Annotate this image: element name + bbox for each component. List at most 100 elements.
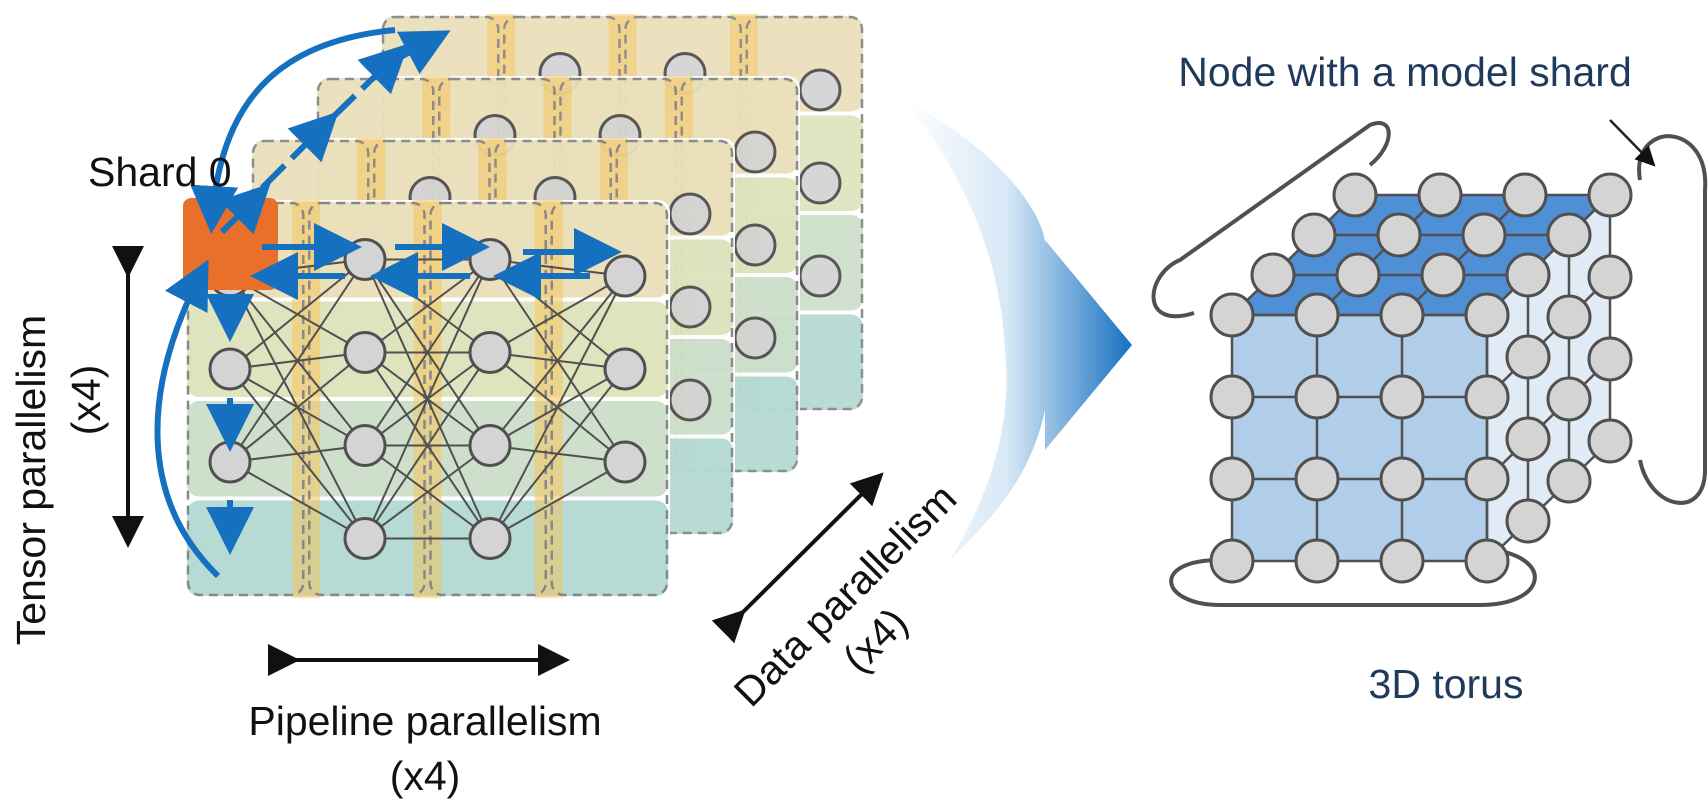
torus-node (1546, 212, 1592, 258)
torus-link (1486, 440, 1611, 562)
neuron (468, 331, 512, 374)
mlp-edge (489, 368, 626, 540)
torus-node (1294, 456, 1340, 502)
data-parallel-arrow (393, 30, 451, 75)
torus-node (1294, 292, 1340, 338)
pipeline-stage-outline (308, 201, 426, 597)
neuron (603, 440, 647, 484)
data-sync-arrow (190, 27, 396, 234)
neuron (468, 424, 512, 467)
mlp-edge (489, 461, 626, 540)
torus-node (1587, 172, 1633, 218)
tensor-axis-title: Tensor parallelism (8, 315, 54, 645)
data-parallel-layer (183, 198, 670, 598)
torus-node (1464, 538, 1510, 584)
torus-node (1505, 252, 1551, 298)
torus-wrap-loop (1637, 134, 1708, 505)
torus-node (1379, 538, 1425, 584)
parallelism-layer-stack (183, 14, 865, 598)
torus-node (1587, 418, 1633, 464)
neuron (733, 130, 777, 174)
torus-node (1420, 252, 1466, 298)
mlp-edge (229, 444, 366, 463)
torus-wrap-loop (1169, 548, 1537, 607)
data-axis-arrow (711, 472, 884, 644)
pipeline-stage-outline (615, 139, 734, 535)
neuron (603, 347, 647, 391)
pipeline-stage-outline (745, 15, 864, 411)
mlp-edge (364, 259, 491, 539)
tensor-axis-factor: (x4) (63, 365, 109, 436)
neuron (343, 331, 387, 374)
torus-wrap-loop (1151, 121, 1391, 319)
neuron (798, 161, 842, 205)
node-callout-arrow (1609, 119, 1656, 167)
node-callout-label: Node with a model shard (1178, 49, 1632, 95)
torus-node (1250, 252, 1296, 298)
torus-node (1294, 538, 1340, 584)
torus-node (1335, 252, 1381, 298)
neuron (603, 254, 647, 298)
neuron (733, 316, 777, 360)
data-sync-arrow (154, 259, 221, 579)
torus-node (1379, 292, 1425, 338)
torus-node (1461, 212, 1507, 258)
data-parallel-arrow (329, 43, 409, 121)
torus-link (1231, 194, 1356, 316)
torus-node (1587, 336, 1633, 382)
communication-arrows (154, 27, 622, 579)
pipeline-axis: Pipeline parallelism (x4) (248, 644, 602, 799)
torus-link (1316, 194, 1441, 316)
pipeline-stage-outline (550, 201, 669, 597)
neuron (798, 254, 842, 298)
torus-link (1401, 194, 1526, 316)
torus-link (1486, 358, 1611, 480)
torus-node (1379, 374, 1425, 420)
neuron (343, 424, 387, 467)
data-parallel-arrow (259, 111, 339, 191)
torus-node (1417, 172, 1463, 218)
mlp-edge (489, 275, 626, 539)
mlp-edge (364, 258, 491, 447)
torus-node (1505, 416, 1551, 462)
neuron (343, 517, 387, 560)
shard0-label: Shard 0 (88, 149, 232, 195)
torus-node (1209, 456, 1255, 502)
data-axis: Data parallelism (x4) (711, 472, 965, 715)
tensor-axis: Tensor parallelism (x4) (8, 246, 144, 645)
torus-node (1464, 292, 1510, 338)
torus-front-face (1232, 315, 1487, 561)
mlp-edge (489, 275, 626, 447)
neuron (668, 192, 712, 236)
torus-3d (1151, 121, 1708, 607)
torus-node (1546, 294, 1592, 340)
mlp-edge (364, 351, 491, 540)
mlp-edge (364, 444, 491, 540)
torus-node (1291, 212, 1337, 258)
neuron (733, 223, 777, 267)
neuron (343, 238, 387, 281)
mlp-edge (489, 275, 626, 354)
neuron (208, 440, 252, 484)
pipeline-axis-title: Pipeline parallelism (248, 698, 601, 744)
torus-node (1502, 172, 1548, 218)
torus-link (1486, 276, 1611, 398)
torus-node (1376, 212, 1422, 258)
transition-arrow (905, 100, 1132, 560)
torus-node (1464, 456, 1510, 502)
data-parallel-arrow (219, 183, 271, 235)
torus-node (1294, 374, 1340, 420)
neuron (468, 517, 512, 560)
torus-node (1209, 292, 1255, 338)
neuron (668, 285, 712, 329)
torus-node (1546, 376, 1592, 422)
mlp-edge (229, 461, 366, 540)
pipeline-stage-outline (680, 77, 799, 473)
torus-node (1505, 334, 1551, 380)
torus-node (1546, 458, 1592, 504)
torus-node (1587, 254, 1633, 300)
torus-node (1332, 172, 1378, 218)
torus-node (1464, 374, 1510, 420)
torus-node (1379, 456, 1425, 502)
